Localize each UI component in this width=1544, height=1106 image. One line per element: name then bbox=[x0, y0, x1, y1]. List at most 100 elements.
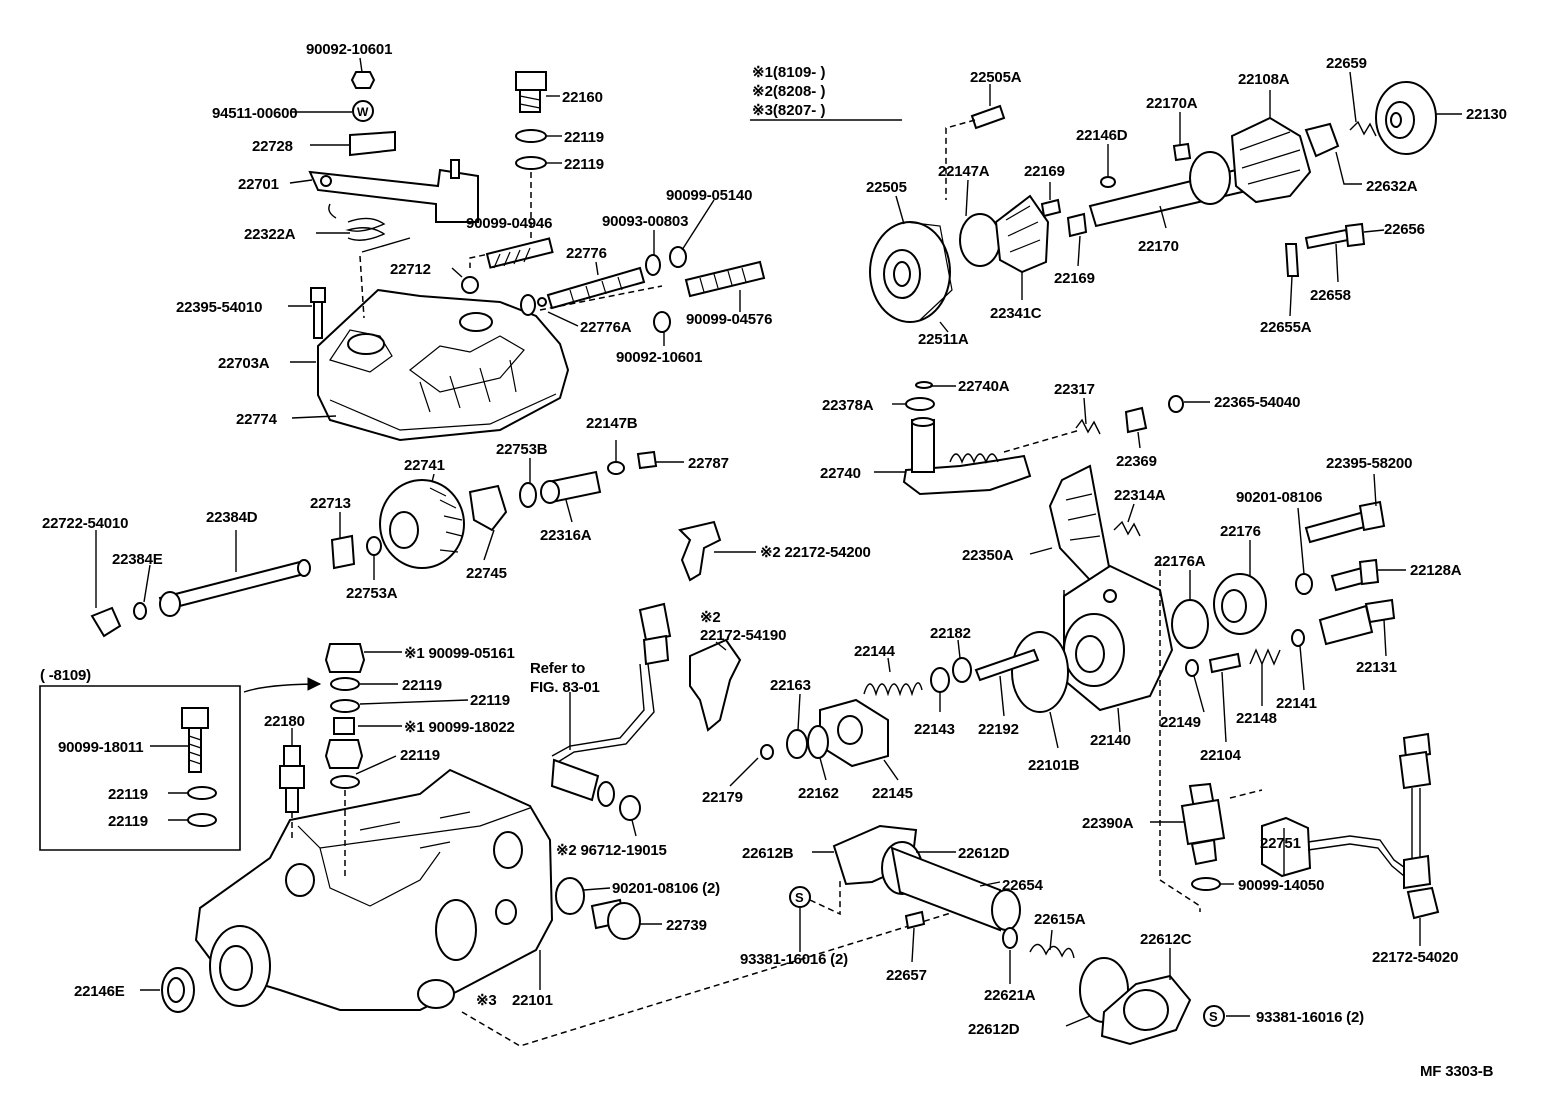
callout: 22505A bbox=[970, 69, 1022, 86]
callout: 22101B bbox=[1028, 757, 1080, 774]
inset-title: ( -8109) bbox=[40, 667, 91, 684]
callout: ※2 22172-54200 bbox=[760, 544, 871, 561]
callout: 22162 bbox=[798, 785, 839, 802]
callout: 22390A bbox=[1082, 815, 1134, 832]
sensor-group bbox=[1159, 560, 1440, 920]
callout: 22612B bbox=[742, 845, 794, 862]
pin-22657 bbox=[904, 910, 926, 930]
callout: 22654 bbox=[1002, 877, 1044, 894]
callout: 22314A bbox=[1114, 487, 1166, 504]
ring-22147A bbox=[959, 213, 1001, 267]
gear-22108A bbox=[1230, 116, 1312, 204]
callout: 22119 bbox=[108, 786, 148, 803]
inset-frame bbox=[39, 685, 241, 851]
callout: ※1 90099-05161 bbox=[404, 645, 515, 662]
callout: 22108A bbox=[1238, 71, 1290, 88]
inset-box: ( -8109) bbox=[39, 667, 322, 851]
callout: 90092-10601 bbox=[306, 41, 392, 58]
plunger-22192 bbox=[974, 648, 1040, 682]
callout: 93381-16016 (2) bbox=[740, 951, 848, 968]
screw-93381-b bbox=[1203, 1005, 1225, 1027]
callout: 22745 bbox=[466, 565, 507, 582]
callout: 90099-04576 bbox=[686, 311, 772, 328]
spring-22148 bbox=[1249, 648, 1281, 666]
washer-w bbox=[352, 100, 374, 122]
cam-22341C bbox=[994, 194, 1050, 274]
callout: 22147A bbox=[938, 163, 990, 180]
callout: 22130 bbox=[1466, 106, 1507, 123]
screw-90099-04576 bbox=[684, 260, 766, 298]
callout: 22658 bbox=[1310, 287, 1351, 304]
callout: 22384D bbox=[206, 509, 258, 526]
callout: 22149 bbox=[1160, 714, 1201, 731]
callout: 22163 bbox=[770, 677, 811, 694]
drive-shaft-group bbox=[869, 81, 1437, 323]
svg-text:S: S bbox=[1209, 1009, 1218, 1024]
svg-text:S: S bbox=[795, 890, 804, 905]
callout: 22176A bbox=[1154, 553, 1206, 570]
callout: 22172-54190 bbox=[700, 627, 786, 644]
callout: 22317 bbox=[1054, 381, 1095, 398]
pump-housing-group bbox=[161, 602, 981, 1047]
piston-22654 bbox=[890, 846, 1001, 932]
callout: 22739 bbox=[666, 917, 707, 934]
callout: ※1 90099-18022 bbox=[404, 719, 515, 736]
callout: 90201-08106 bbox=[1236, 489, 1322, 506]
callout: 90093-00803 bbox=[602, 213, 688, 230]
callout: 22740A bbox=[958, 378, 1010, 395]
connector-22172-54020 bbox=[1406, 886, 1440, 920]
bracket-22172-54200 bbox=[678, 520, 722, 582]
callout: 22632A bbox=[1366, 178, 1418, 195]
legend: ※1(8109- ) ※2(8208- ) ※3(8207- ) bbox=[750, 64, 902, 121]
sensor-22751 bbox=[1261, 816, 1312, 878]
callout: 22169 bbox=[1024, 163, 1065, 180]
cap-22369 bbox=[1124, 406, 1148, 434]
spring-22144 bbox=[863, 682, 923, 697]
lever-22350A bbox=[1048, 464, 1112, 582]
callout: 22119 bbox=[564, 129, 604, 146]
cover-22703A bbox=[317, 288, 570, 442]
callout: 22787 bbox=[688, 455, 729, 472]
callout: 22655A bbox=[1260, 319, 1312, 336]
callout: 22728 bbox=[252, 138, 293, 155]
callout: 22365-54040 bbox=[1214, 394, 1300, 411]
callout: 22701 bbox=[238, 176, 279, 193]
callout: 22119 bbox=[400, 747, 440, 764]
callout: 22384E bbox=[112, 551, 163, 568]
callout: 22119 bbox=[564, 156, 604, 173]
callout: 22146D bbox=[1076, 127, 1128, 144]
callout: 22144 bbox=[854, 643, 896, 660]
nut-shape bbox=[350, 71, 376, 89]
spring-22322A bbox=[345, 217, 386, 241]
callout: 22657 bbox=[886, 967, 927, 984]
plug-22160-head bbox=[515, 71, 547, 91]
callout: 22172-54020 bbox=[1372, 949, 1458, 966]
callout: 22101 bbox=[512, 992, 553, 1009]
screw-90099-04946 bbox=[485, 237, 554, 269]
callout: 90099-18011 bbox=[58, 739, 143, 756]
callout: 22395-58200 bbox=[1326, 455, 1412, 472]
flyweight-group bbox=[90, 450, 742, 732]
callout: 22369 bbox=[1116, 453, 1157, 470]
callout: 22119 bbox=[470, 692, 510, 709]
legend-row-1: ※1(8109- ) bbox=[752, 64, 825, 81]
callout: ※3 bbox=[476, 992, 497, 1009]
leader-lines bbox=[95, 57, 1462, 1027]
shaft-22384D bbox=[158, 560, 306, 612]
callout: 22740 bbox=[820, 465, 861, 482]
callout: 22621A bbox=[984, 987, 1036, 1004]
callout: 22179 bbox=[702, 789, 743, 806]
inset-bolt-head bbox=[181, 707, 209, 729]
callout: 22713 bbox=[310, 495, 351, 512]
timer-group: S S bbox=[789, 824, 1225, 1046]
callout: 22656 bbox=[1384, 221, 1425, 238]
callout: 22192 bbox=[978, 721, 1019, 738]
callout: 22659 bbox=[1326, 55, 1367, 72]
callout: 22119 bbox=[402, 677, 442, 694]
callout: 22140 bbox=[1090, 732, 1131, 749]
spring-22314A bbox=[1113, 520, 1141, 537]
callout: 22753A bbox=[346, 585, 398, 602]
callout: 90099-14050 bbox=[1238, 877, 1324, 894]
flyweight-22745 bbox=[468, 484, 508, 532]
